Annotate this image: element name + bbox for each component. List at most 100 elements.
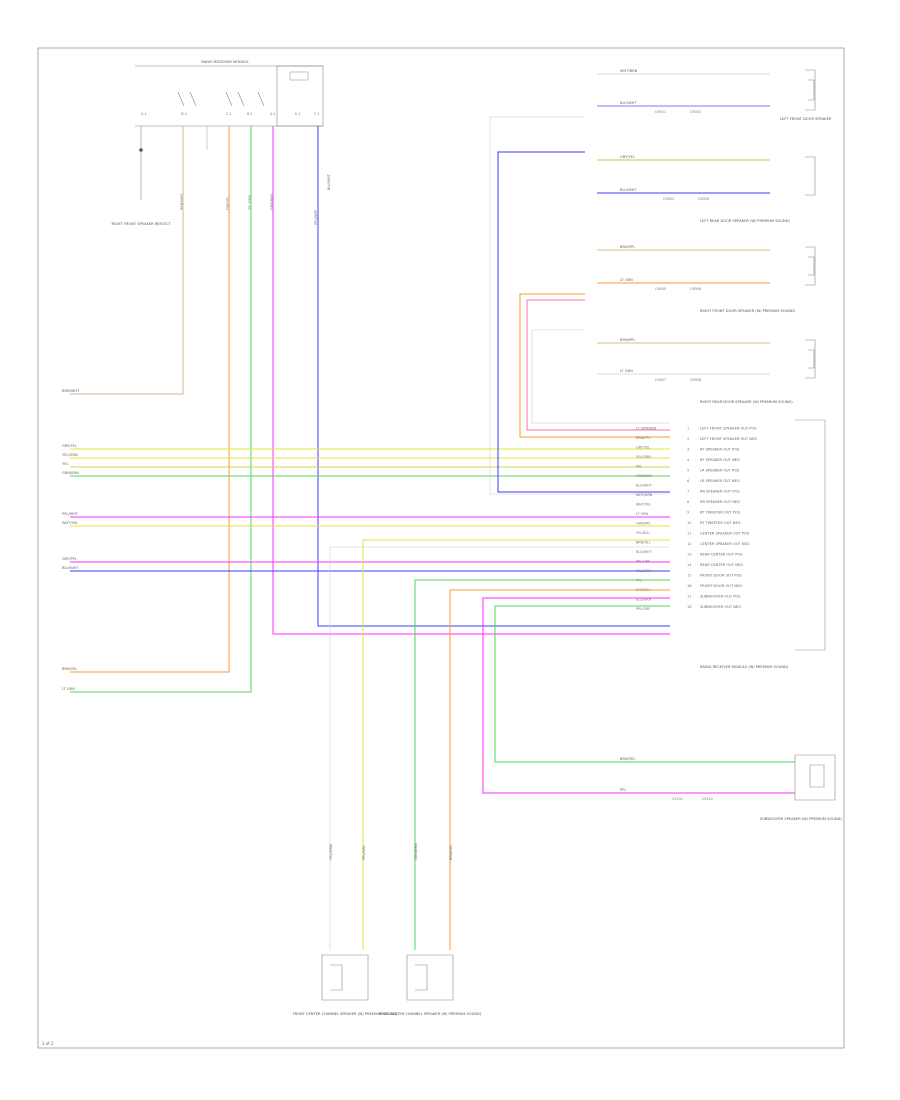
connector-id: C9005 <box>655 287 666 291</box>
connector-id: C9001 <box>655 110 666 114</box>
connector-id: C9002 <box>690 110 701 114</box>
bottom-wire-label: PPL/GRY <box>362 844 366 860</box>
module-pin-number: 2 <box>687 437 689 441</box>
module-pin-number: 8 <box>687 500 690 504</box>
module-wire-label: BLU/WHT <box>636 550 653 554</box>
module-pin-label: LR SPEAKER OUT NEG <box>700 479 740 483</box>
module-wire-label: LT GRN/BRN <box>636 426 657 430</box>
top-connector-title: RADIO RECEIVER MODULE <box>201 60 249 64</box>
module-pin-number: 6 <box>687 479 690 483</box>
speaker-wire-label: LT GRN <box>620 369 633 373</box>
speaker-name: LEFT REAR DOOR SPEAKER (W/ PREMIUM SOUND… <box>700 219 790 223</box>
module-pin-label: RT TWEETER OUT NEG <box>700 521 741 525</box>
module-pin-label: REAR CENTER OUT NEG <box>700 563 743 567</box>
module-wire-label: BRN/PPL <box>636 436 650 440</box>
module-wire-label: YEL/GRN <box>636 455 651 459</box>
right-speaker-texts: WHT/BRN BLU/WHT C9001 C9002 LEFT FRONT D… <box>620 69 832 404</box>
module-pin-label: FRONT DOOR OUT NEG <box>700 584 742 588</box>
left-wire-label: LT GRN <box>62 687 75 691</box>
module-wire-label: YEL/GRN <box>636 569 651 573</box>
top-wire-label-4: GRN/BRN <box>270 194 274 210</box>
module-pin-number: 3 <box>687 447 689 451</box>
left-wire-label: GRY/PPL <box>62 557 77 561</box>
speaker-wire-label: BLU/WHT <box>620 101 637 105</box>
connector-id: C9006 <box>690 287 701 291</box>
bottom-wire-label: GRN/BRN <box>414 843 418 860</box>
left-wire-label: YEL <box>62 462 68 466</box>
subwoofer-wiring <box>482 597 836 801</box>
module-wire-label: PPL/GRY <box>636 559 651 563</box>
top-wire-label-3: YEL/GRN <box>248 195 252 210</box>
left-wire-label: GRY/YEL <box>62 444 77 448</box>
speaker-wire-label: LT GRN <box>620 278 633 282</box>
left-wire-label: BLU/WHT <box>62 566 79 570</box>
module-wire-label: WHT/YEL <box>636 502 651 506</box>
left-wire-label: WHT/YEL <box>62 521 78 525</box>
connector-id: C9003 <box>663 197 674 201</box>
module-wire-label: BRN/YEL <box>636 540 651 544</box>
module-pin-number: 1 <box>687 426 689 430</box>
speaker-wire-label: BRN/PPL <box>620 338 635 342</box>
module-pin-label: CENTER SPEAKER OUT POS <box>700 531 750 535</box>
sub-wire-label: PPL <box>620 788 626 792</box>
module-pin-number: 7 <box>687 489 689 493</box>
radio-module: RADIO RECEIVER MODULE (W/ PREMIUM SOUND) <box>700 419 826 669</box>
module-pin-label: SUBWOOFER OUT NEG <box>700 605 741 609</box>
module-pin-number: 14 <box>687 563 692 567</box>
connector-id: C9008 <box>690 378 701 382</box>
module-pin-number: 16 <box>687 584 692 588</box>
left-wire-labels: BRN/WHT GRY/YEL YEL/GRN YEL GRN/BRN PPL/… <box>62 389 80 691</box>
module-pin-number: 4 <box>687 458 690 462</box>
module-title: RADIO RECEIVER MODULE (W/ PREMIUM SOUND) <box>700 665 789 669</box>
footer-code: 1 of 2 <box>42 1041 54 1046</box>
top-pin-7: F-1 <box>314 112 319 116</box>
connector-id: C9004 <box>698 197 709 201</box>
top-connector: RADIO RECEIVER MODULE S-1 D-1 C-1 B-1 A-… <box>111 60 331 226</box>
subwoofer-texts: BRN/YEL PPL C9101 C9102 SUBWOOFER SPEAKE… <box>620 757 842 821</box>
speaker-wire-label: BLU/WHT <box>620 188 637 192</box>
module-pin-number: 15 <box>687 573 692 577</box>
module-wire-label: GRN/PPL <box>636 521 651 525</box>
module-wire-label: BLU/WHT <box>636 483 653 487</box>
top-wire-label-1: BRN/WHT <box>180 193 184 210</box>
left-wire-label: YEL/GRN <box>62 453 78 457</box>
module-pin-label: CENTER SPEAKER OUT NEG <box>700 542 750 546</box>
top-connector-wires <box>70 126 670 693</box>
module-pin-label: LEFT FRONT SPEAKER OUT NEG <box>700 437 757 441</box>
top-wire-label-5: PPL/WHT <box>314 209 318 225</box>
module-pin-number: 5 <box>687 468 689 472</box>
module-pin-label: SUBWOOFER OUT POS <box>700 594 741 598</box>
bottom-speaker-wiring <box>321 539 670 1001</box>
ground-label: RIGHT FRONT SPEAKER REFLECT <box>111 222 171 226</box>
connector-id: C9007 <box>655 378 666 382</box>
module-pin-number: 9 <box>687 510 690 514</box>
module-pin-number: 11 <box>687 531 692 535</box>
left-bus-wires <box>70 448 670 572</box>
module-pin-label: RR SPEAKER OUT POS <box>700 489 740 493</box>
top-pin-4: B-1 <box>247 112 253 116</box>
top-wire-label-2: GRY/YEL <box>226 196 230 210</box>
top-pin-2: D-1 <box>181 112 187 116</box>
right-speaker-wiring <box>489 73 770 495</box>
module-pin-label: FRONT DOOR OUT POS <box>700 573 742 577</box>
module-pin-label: RF SPEAKER OUT NEG <box>700 458 740 462</box>
top-pin-6: E-1 <box>295 112 301 116</box>
diagram-border <box>37 47 845 1049</box>
left-wire-label: BRN/WHT <box>62 389 80 393</box>
right-speaker-symbols <box>805 69 816 379</box>
module-pin-number: 10 <box>687 521 692 525</box>
module-wire-label: GRY/YEL <box>636 445 650 449</box>
bottom-speaker-name: FRONT CENTER CHANNEL SPEAKER (W/ PREMIUM… <box>293 1012 398 1016</box>
connector-id: C9102 <box>702 797 713 801</box>
top-pin-5: A-1 <box>270 112 276 116</box>
speaker-wire-label: BRN/PPL <box>620 245 635 249</box>
speaker-name: RIGHT REAR DOOR SPEAKER (W/ PREMIUM SOUN… <box>700 400 793 404</box>
sub-wire-label: BRN/YEL <box>620 757 635 761</box>
module-wire-label: LT GRN <box>636 512 649 516</box>
module-wire-label: WHT/BRN <box>636 493 653 497</box>
left-wire-label: PPL/WHT <box>62 512 79 516</box>
module-wire-label: BLU/GRN <box>636 597 652 601</box>
speaker-name: RIGHT FRONT DOOR SPEAKER (W/ PREMIUM SOU… <box>700 309 796 313</box>
